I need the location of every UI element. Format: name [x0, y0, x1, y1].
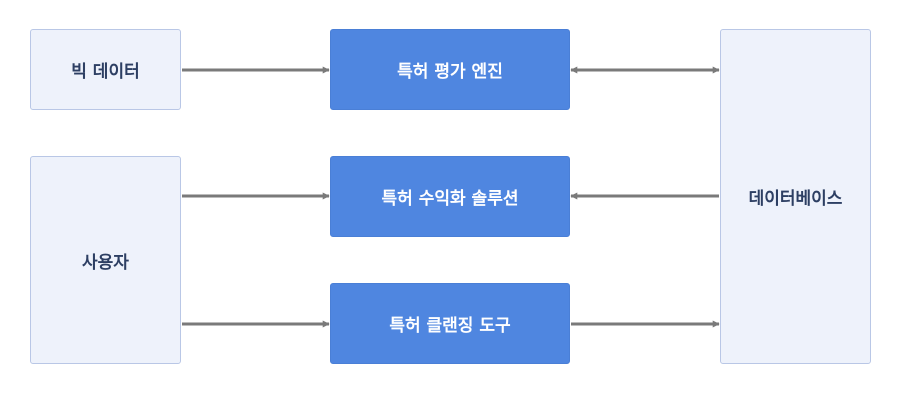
patent-cleaning-tool-box: 특허 클랜징 도구	[330, 283, 570, 364]
database-box: 데이터베이스	[720, 29, 871, 364]
patent-evaluation-engine-box: 특허 평가 엔진	[330, 29, 570, 110]
patent-evaluation-engine-label: 특허 평가 엔진	[397, 62, 503, 82]
user-box: 사용자	[30, 156, 181, 364]
patent-monetization-solution-box: 특허 수익화 솔루션	[330, 156, 570, 237]
database-label: 데이터베이스	[748, 189, 843, 209]
patent-monetization-solution-label: 특허 수익화 솔루션	[381, 189, 519, 209]
patent-cleaning-tool-label: 특허 클랜징 도구	[389, 316, 511, 336]
big-data-label: 빅 데이터	[71, 62, 140, 82]
user-label: 사용자	[82, 252, 129, 273]
big-data-box: 빅 데이터	[30, 29, 181, 110]
